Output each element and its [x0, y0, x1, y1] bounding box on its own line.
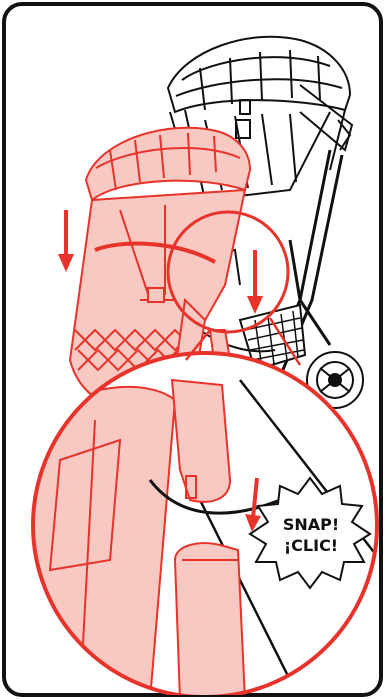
callout-line-2: ¡CLIC!: [284, 536, 338, 555]
callout-line-1: SNAP!: [283, 515, 339, 534]
